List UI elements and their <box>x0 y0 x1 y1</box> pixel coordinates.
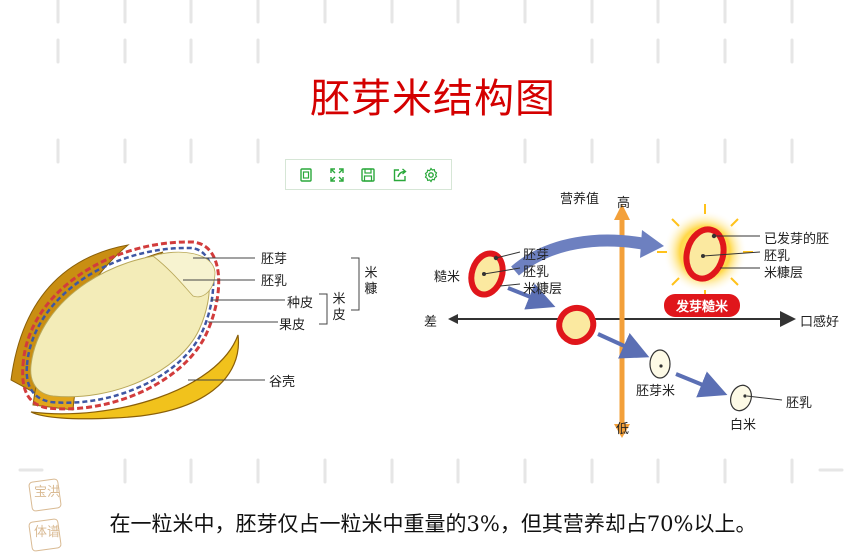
watermark-seal: 宝洪 体谱 <box>28 478 100 552</box>
label-husk: 谷壳 <box>269 375 296 390</box>
image-toolbar <box>285 159 452 190</box>
share-icon <box>393 167 407 181</box>
label-pericarp: 果皮 <box>279 318 306 333</box>
label-germinated-bran: 米糠层 <box>764 266 804 281</box>
label-white-rice-endosperm: 胚乳 <box>786 396 813 411</box>
caption-text: 在一粒米中，胚芽仅占一粒米中重量的3%，但其营养却占70%以上。 <box>109 512 757 536</box>
page-title: 胚芽米结构图 <box>310 76 556 122</box>
rice-grain-structure-diagram: 胚芽 胚乳 种皮 果皮 谷壳 米糠 米皮 <box>3 200 398 450</box>
settings-button[interactable] <box>417 162 445 188</box>
label-seed-coat: 种皮 <box>287 296 314 311</box>
axis-label-high: 高 <box>617 196 631 211</box>
rice-grain-illustration <box>10 240 360 420</box>
axis-label-poor: 差 <box>424 315 438 330</box>
share-button[interactable] <box>386 162 414 188</box>
copy-button[interactable] <box>292 162 320 188</box>
label-germinated-embryo: 已发芽的胚 <box>764 232 830 247</box>
label-germ-rice: 胚芽米 <box>636 384 676 399</box>
label-rice-bran: 米糠 <box>364 266 378 297</box>
save-icon <box>361 167 376 182</box>
fullscreen-button[interactable] <box>323 162 351 188</box>
gear-icon <box>424 166 438 183</box>
axis-label-nutrition: 营养值 <box>560 192 600 207</box>
germinated-brown-rice-badge: 发芽糙米 <box>664 294 741 317</box>
fullscreen-icon <box>330 167 344 182</box>
label-germinated-endosperm: 胚乳 <box>764 249 791 264</box>
label-endosperm: 胚乳 <box>261 274 288 289</box>
label-rice-skin: 米皮 <box>332 292 346 323</box>
label-germ: 胚芽 <box>261 252 288 267</box>
label-brown-rice: 糙米 <box>434 270 461 285</box>
nutrition-taste-diagram: 营养值 高 低 差 口感好 糙米 胚芽 胚乳 米糠层 已发芽的胚 胚乳 米糠层 … <box>420 186 866 441</box>
label-brown-rice-endosperm: 胚乳 <box>523 265 550 280</box>
copy-icon <box>299 167 312 182</box>
axis-label-taste-good: 口感好 <box>800 315 840 330</box>
axis-label-low: 低 <box>616 422 630 437</box>
save-button[interactable] <box>354 162 382 188</box>
label-white-rice: 白米 <box>730 418 757 433</box>
label-brown-rice-germ: 胚芽 <box>523 248 550 263</box>
nutrition-taste-chart <box>448 204 796 438</box>
label-brown-rice-bran: 米糠层 <box>523 282 563 297</box>
